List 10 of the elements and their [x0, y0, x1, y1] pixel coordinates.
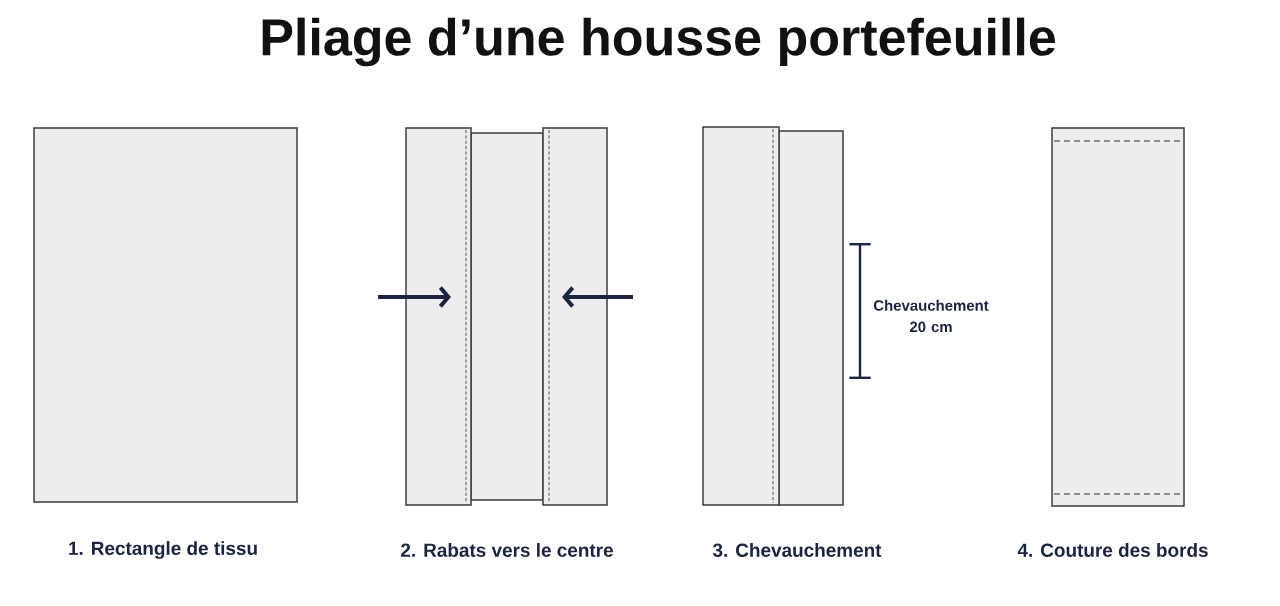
step-caption: 1. Rectangle de tissu	[69, 541, 257, 559]
fabric-illustration	[1051, 127, 1185, 507]
fabric-illustration	[702, 126, 844, 506]
step-caption: 4. Couture des bords	[1017, 543, 1208, 557]
title: Pliage d’une housse portefeuille	[262, 17, 1055, 67]
fabric-illustration	[33, 127, 298, 503]
dimension-label: Chevauchement 20 cm	[873, 299, 989, 333]
step-caption: 2. Rabats vers le centre	[401, 543, 613, 557]
fabric-illustration	[405, 127, 608, 506]
step-caption: 3. Chevauchement	[712, 543, 882, 557]
